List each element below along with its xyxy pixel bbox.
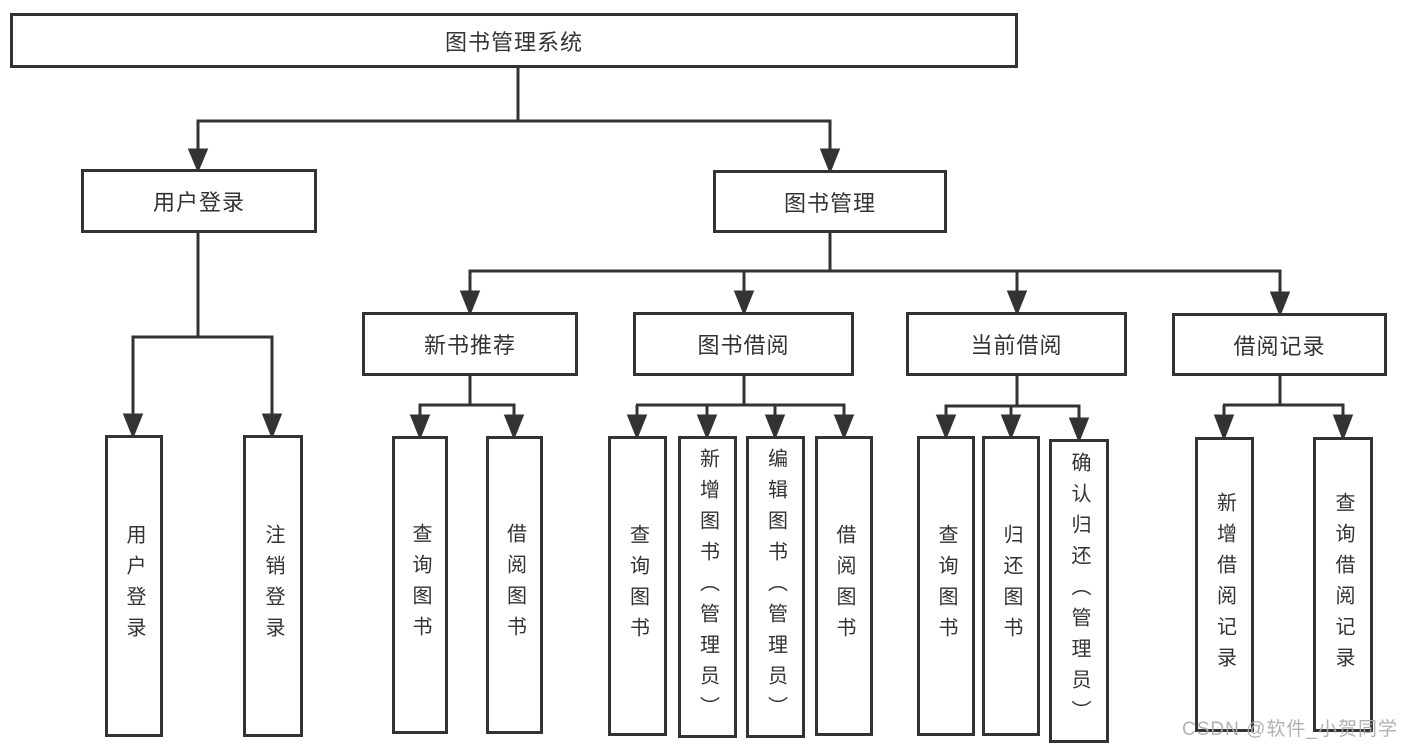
leaf-label: 查询借阅记录 <box>1332 491 1354 678</box>
node-user-login: 用户登录 <box>81 169 317 233</box>
leaf-label: 确认归还（管理员） <box>1068 451 1090 731</box>
leaf-logout: 注销登录 <box>243 435 303 737</box>
leaf-label: 查询图书 <box>626 524 649 648</box>
node-book-management: 图书管理 <box>713 170 947 233</box>
leaf-add-book-admin: 新增图书（管理员） <box>678 436 737 738</box>
leaf-label: 新增图书（管理员） <box>696 447 719 727</box>
leaf-confirm-return-admin: 确认归还（管理员） <box>1049 439 1109 743</box>
leaf-edit-book-admin: 编辑图书（管理员） <box>746 436 805 738</box>
leaf-label: 新增借阅记录 <box>1213 491 1236 678</box>
leaf-query-books-1: 查询图书 <box>392 436 448 734</box>
leaf-label: 借阅图书 <box>833 524 855 648</box>
node-book-borrow: 图书借阅 <box>633 312 854 376</box>
node-root-library-system: 图书管理系统 <box>10 13 1018 68</box>
leaf-borrow-books-2: 借阅图书 <box>815 436 873 736</box>
leaf-query-books-3: 查询图书 <box>917 436 975 736</box>
node-current-borrow: 当前借阅 <box>906 312 1127 376</box>
leaf-user-login: 用户登录 <box>105 435 163 737</box>
leaf-label: 查询图书 <box>935 524 957 648</box>
leaf-label: 借阅图书 <box>503 523 526 647</box>
leaf-borrow-books-1: 借阅图书 <box>486 436 543 734</box>
leaf-label: 编辑图书（管理员） <box>764 447 787 727</box>
leaf-add-borrow-record: 新增借阅记录 <box>1195 437 1254 732</box>
leaf-label: 注销登录 <box>262 524 284 648</box>
leaf-label: 归还图书 <box>1000 524 1022 648</box>
node-new-book-recommend: 新书推荐 <box>362 312 578 376</box>
leaf-label: 用户登录 <box>123 524 145 648</box>
leaf-return-books: 归还图书 <box>982 436 1040 736</box>
csdn-watermark: CSDN @软件_小贺同学 <box>1182 719 1398 740</box>
leaf-label: 查询图书 <box>409 523 431 647</box>
leaf-query-books-2: 查询图书 <box>608 436 667 736</box>
leaf-query-borrow-record: 查询借阅记录 <box>1313 437 1373 732</box>
node-borrow-records: 借阅记录 <box>1172 313 1387 376</box>
